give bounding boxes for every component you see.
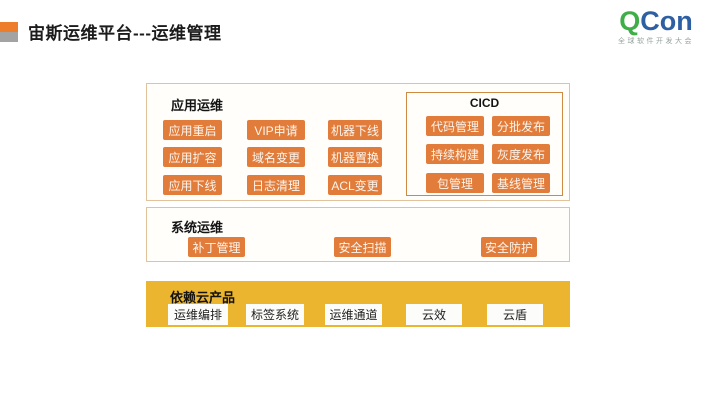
cloud-product-button: 标签系统 [246, 304, 304, 325]
cicd-button: 基线管理 [492, 173, 550, 193]
cloud-product-button: 运维编排 [168, 304, 228, 325]
section-cloud-products-label: 依赖云产品 [170, 290, 236, 305]
app-ops-button: 日志清理 [247, 175, 305, 195]
app-ops-button: 机器下线 [328, 120, 382, 140]
app-ops-button: 应用重启 [163, 120, 222, 140]
cloud-product-button: 云盾 [487, 304, 543, 325]
page-title: 宙斯运维平台---运维管理 [28, 24, 222, 43]
section-cicd-label: CICD [469, 96, 500, 110]
section-cloud-products: 依赖云产品 运维编排 标签系统 运维通道 云效 云盾 [146, 281, 570, 327]
qcon-logo-text: QCon [618, 8, 694, 35]
app-ops-button: VIP申请 [247, 120, 305, 140]
cicd-button: 包管理 [426, 173, 484, 193]
qcon-logo: QCon 全球软件开发大会 [618, 8, 694, 46]
app-ops-button: 机器置换 [328, 147, 382, 167]
qcon-logo-q: Q [619, 6, 641, 36]
sys-ops-button: 补丁管理 [188, 237, 245, 257]
cicd-button: 分批发布 [492, 116, 550, 136]
marker-gray-block [0, 32, 18, 42]
app-ops-button: 域名变更 [247, 147, 305, 167]
qcon-logo-subtitle: 全球软件开发大会 [618, 38, 694, 45]
sys-ops-button: 安全防护 [481, 237, 537, 257]
qcon-logo-con: Con [640, 6, 693, 36]
marker-orange-block [0, 22, 18, 32]
cicd-button: 持续构建 [426, 144, 484, 164]
section-cicd: CICD 代码管理 分批发布 持续构建 灰度发布 包管理 基线管理 [406, 92, 563, 196]
cicd-button: 灰度发布 [492, 144, 550, 164]
section-sys-ops-label: 系统运维 [171, 220, 224, 235]
app-ops-button: ACL变更 [328, 175, 382, 195]
cloud-product-button: 云效 [406, 304, 462, 325]
sys-ops-button: 安全扫描 [334, 237, 391, 257]
cicd-button: 代码管理 [426, 116, 484, 136]
slide-accent-marker [0, 22, 18, 42]
app-ops-button: 应用下线 [163, 175, 222, 195]
app-ops-button: 应用扩容 [163, 147, 222, 167]
cloud-product-button: 运维通道 [325, 304, 382, 325]
section-app-ops-label: 应用运维 [171, 98, 224, 113]
section-sys-ops: 系统运维 补丁管理 安全扫描 安全防护 [146, 207, 570, 262]
